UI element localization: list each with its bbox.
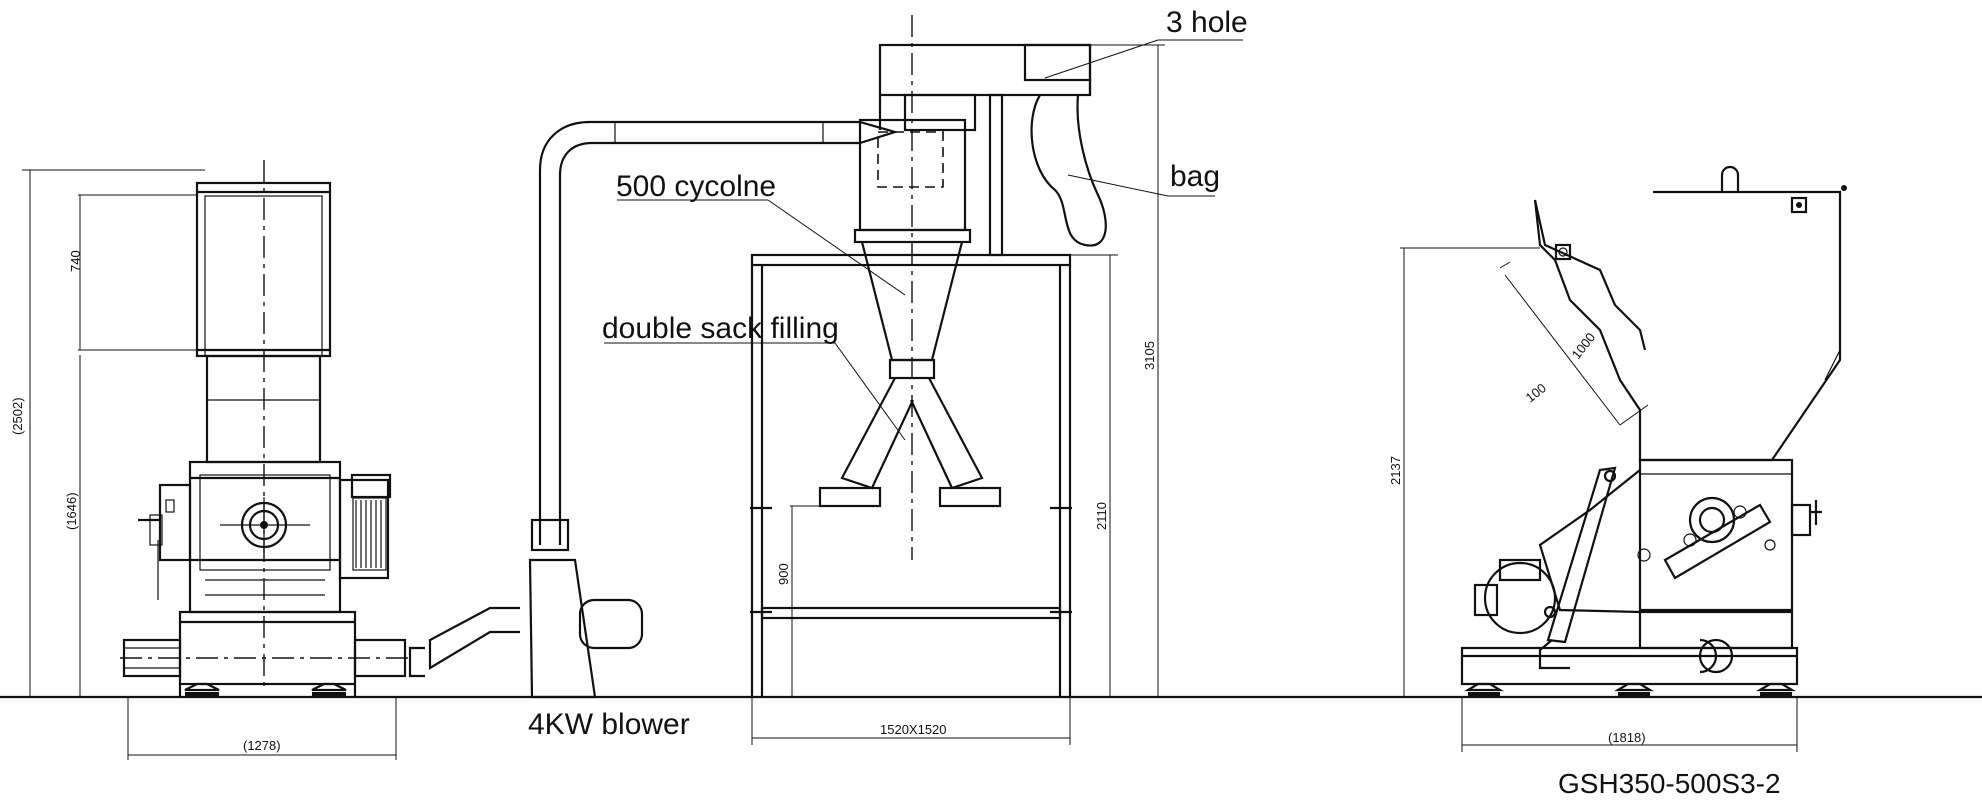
cyclone-dimensions [751, 44, 1165, 745]
dim-1818: (1818) [1608, 730, 1646, 745]
dim-1646: (1646) [64, 492, 79, 530]
dim-3105: 3105 [1142, 341, 1157, 370]
dim-1520x1520: 1520X1520 [880, 722, 947, 737]
dim-100: 100 [1523, 380, 1549, 405]
dim-1000: 1000 [1569, 330, 1599, 362]
label-double-sack: double sack filling [602, 312, 839, 345]
side-dimensions [1400, 247, 1798, 752]
label-bag: bag [1170, 160, 1220, 193]
dim-2110: 2110 [1094, 502, 1109, 530]
dim-2502: (2502) [10, 397, 25, 435]
leader-lines [604, 39, 1243, 441]
crusher-front-view [120, 160, 410, 697]
label-cyclone: 500 cycolne [616, 170, 776, 203]
front-dimensions [22, 169, 397, 760]
label-blower: 4KW blower [528, 708, 690, 741]
dim-1278: (1278) [243, 738, 281, 753]
crusher-side-view [1460, 165, 1847, 697]
label-3-hole: 3 hole [1166, 6, 1248, 39]
model-number: GSH350-500S3-2 [1558, 768, 1781, 799]
dim-2137: 2137 [1388, 456, 1403, 485]
dim-900: 900 [776, 563, 791, 585]
cyclone-assembly [408, 15, 1107, 699]
dim-740: 740 [68, 250, 83, 272]
